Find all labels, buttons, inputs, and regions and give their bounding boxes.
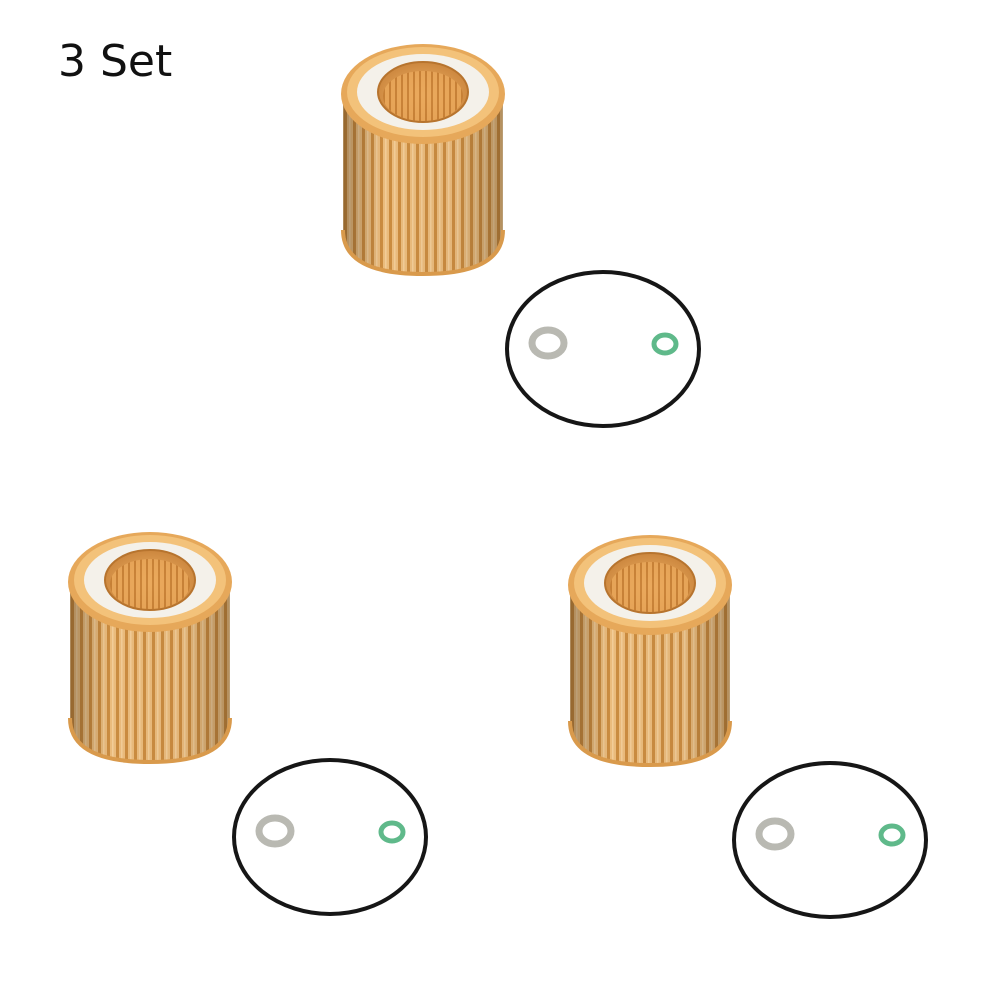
filter-kit-1 [341,44,699,426]
filter-kit-2 [68,532,426,914]
quantity-label: 3 Set [58,36,173,87]
filter-kit-3 [568,535,926,917]
